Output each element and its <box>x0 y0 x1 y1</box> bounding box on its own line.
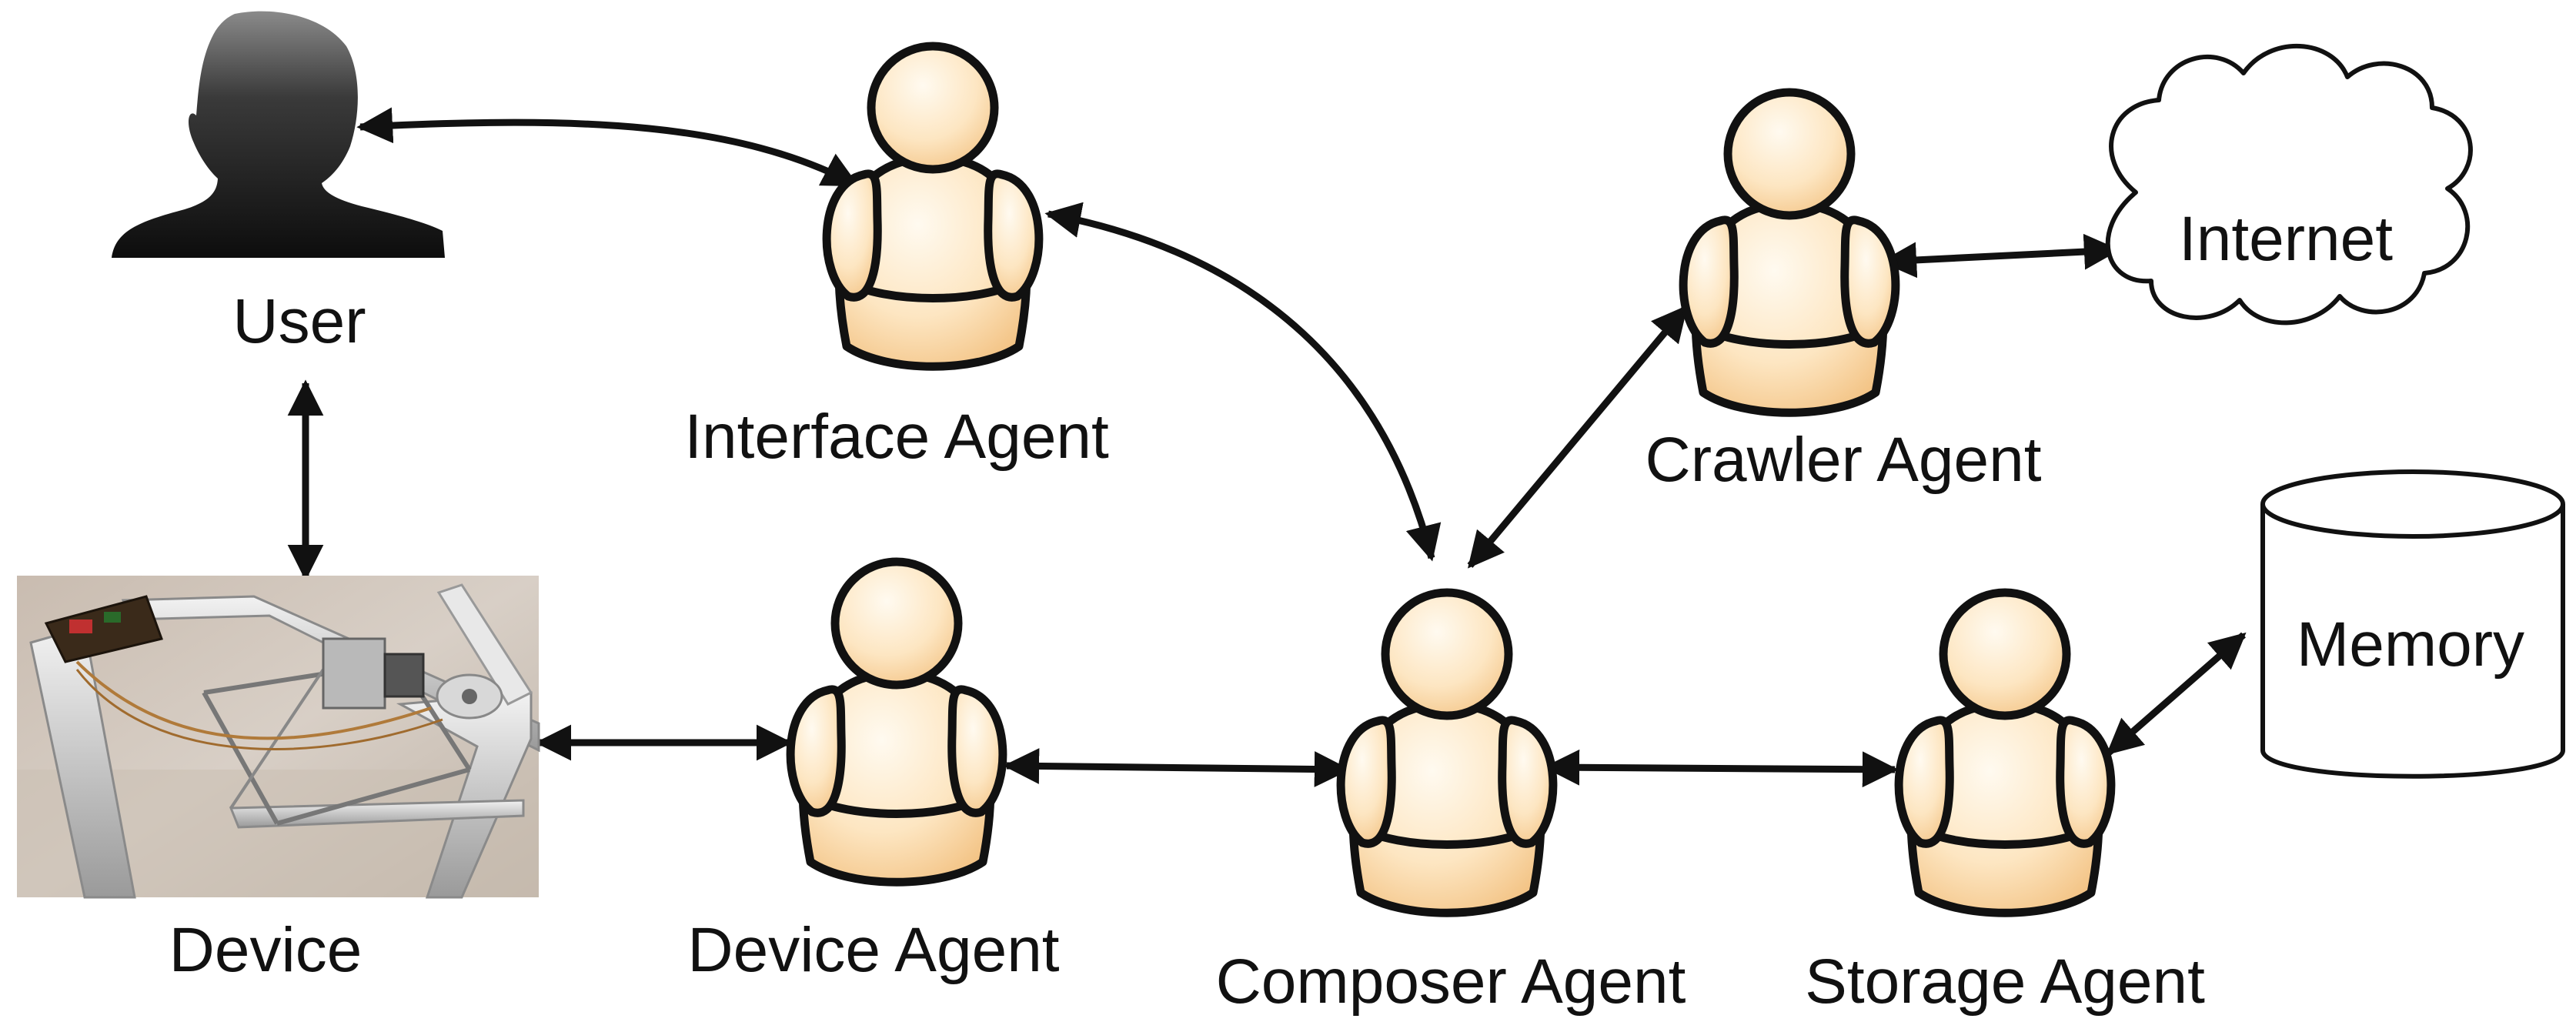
device-label: Device <box>169 915 363 985</box>
device-agent-node: Device Agent <box>687 562 1060 985</box>
crawler-agent-icon <box>1683 92 1896 412</box>
edge-composer-crawler <box>1467 305 1689 569</box>
composer-agent-node: Composer Agent <box>1216 593 1686 1017</box>
user-silhouette-icon <box>112 11 445 258</box>
interface-agent-label: Interface Agent <box>684 402 1109 472</box>
crawler-agent-node: Crawler Agent <box>1645 92 2042 495</box>
internet-node: Internet <box>2105 44 2473 326</box>
edge-deviceagent-composer <box>1003 748 1351 787</box>
composer-agent-icon <box>1341 593 1553 913</box>
device-photo <box>17 576 540 899</box>
storage-agent-node: Storage Agent <box>1805 593 2205 1017</box>
edge-interface-composer <box>1044 202 1442 562</box>
internet-label: Internet <box>2179 204 2393 274</box>
storage-agent-icon <box>1899 593 2111 913</box>
edge-composer-storage <box>1543 749 1899 788</box>
connectors <box>287 107 2247 788</box>
device-node: Device <box>17 576 540 985</box>
crawler-agent-label: Crawler Agent <box>1645 425 2041 495</box>
interface-agent-node: Interface Agent <box>684 46 1109 472</box>
device-agent-icon <box>790 562 1003 882</box>
database-cylinder-icon <box>2260 469 2565 779</box>
device-agent-label: Device Agent <box>687 915 1059 985</box>
cloud-icon <box>2105 44 2473 326</box>
edge-storage-memory <box>2106 632 2247 756</box>
interface-agent-icon <box>827 46 1039 366</box>
edge-user-interface-agent <box>356 107 860 188</box>
composer-agent-label: Composer Agent <box>1216 947 1686 1017</box>
user-node: User <box>112 11 445 356</box>
memory-node: Memory <box>2260 469 2565 779</box>
memory-label: Memory <box>2297 610 2524 680</box>
storage-agent-label: Storage Agent <box>1805 947 2205 1017</box>
edge-crawler-internet <box>1880 233 2120 279</box>
user-label: User <box>232 286 366 356</box>
